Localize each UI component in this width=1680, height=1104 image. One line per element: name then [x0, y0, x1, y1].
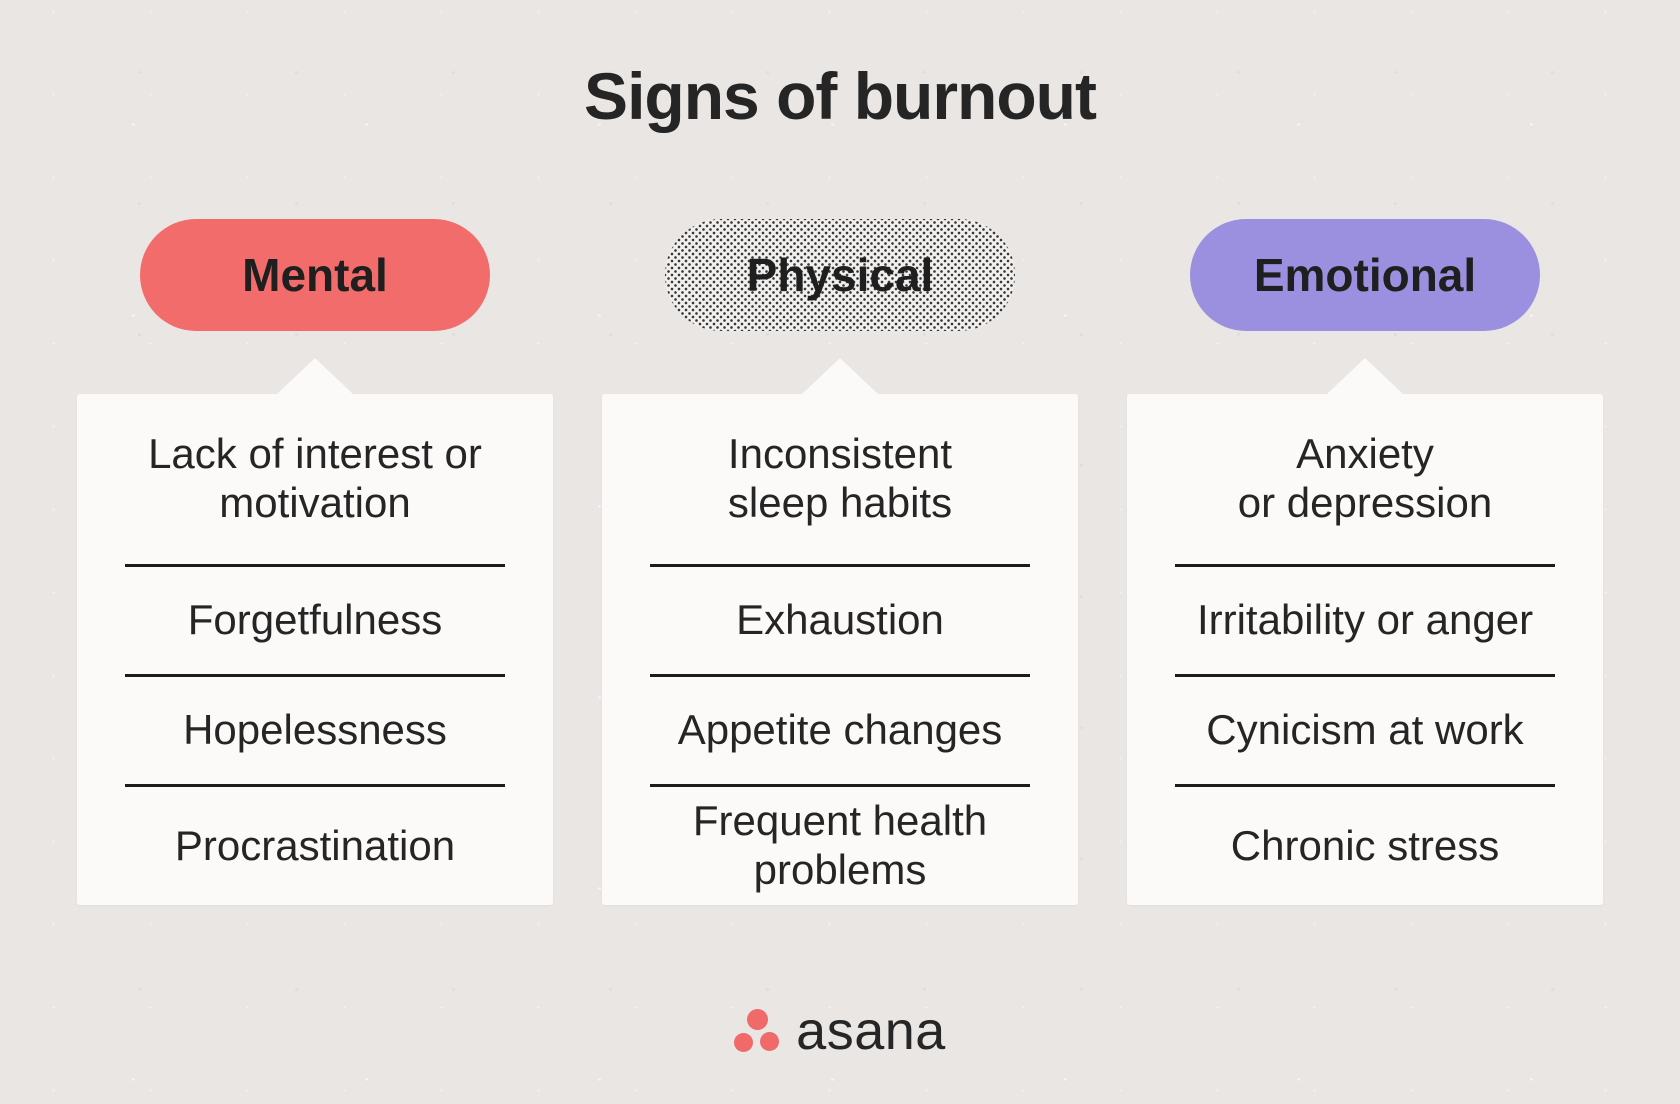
category-pill-physical: Physical — [665, 219, 1015, 331]
symptom-text: Cynicism at work — [1206, 706, 1524, 754]
pill-label-physical: Physical — [746, 249, 934, 301]
symptom-item: Lack of interest or motivation — [77, 394, 553, 564]
column-physical: Physical Inconsistent sleep habits Exhau… — [602, 219, 1078, 905]
card-pointer-icon — [802, 358, 878, 394]
category-pill-mental: Mental — [140, 219, 490, 331]
asana-three-dots-icon — [734, 1009, 780, 1053]
card-pointer-icon — [1327, 358, 1403, 394]
symptom-text: Anxiety or depression — [1237, 430, 1493, 526]
symptom-item: Forgetfulness — [77, 567, 553, 674]
column-emotional: Emotional Anxiety or depression Irritabi… — [1127, 219, 1603, 905]
symptom-item: Appetite changes — [602, 677, 1078, 784]
symptom-item: Cynicism at work — [1127, 677, 1603, 784]
category-pill-emotional: Emotional — [1190, 219, 1540, 331]
divider — [1175, 784, 1555, 787]
divider — [650, 674, 1030, 677]
divider — [125, 564, 505, 567]
symptom-card-emotional: Anxiety or depression Irritability or an… — [1127, 394, 1603, 905]
divider — [125, 784, 505, 787]
symptom-item: Inconsistent sleep habits — [602, 394, 1078, 564]
symptom-item: Frequent health problems — [602, 787, 1078, 905]
symptom-text: Chronic stress — [1230, 821, 1500, 869]
symptom-text: Inconsistent sleep habits — [727, 430, 953, 526]
divider — [650, 784, 1030, 787]
symptom-item: Irritability or anger — [1127, 567, 1603, 674]
symptom-text: Forgetfulness — [187, 596, 443, 644]
symptom-text: Irritability or anger — [1196, 596, 1534, 644]
divider — [1175, 564, 1555, 567]
symptom-item: Exhaustion — [602, 567, 1078, 674]
symptom-item: Chronic stress — [1127, 787, 1603, 905]
symptom-text: Lack of interest or motivation — [148, 430, 482, 526]
pill-label-mental: Mental — [242, 249, 388, 301]
column-mental: Mental Lack of interest or motivation Fo… — [77, 219, 553, 905]
symptom-text: Frequent health problems — [692, 797, 988, 893]
divider — [650, 564, 1030, 567]
pill-label-emotional: Emotional — [1253, 249, 1477, 301]
divider — [1175, 674, 1555, 677]
symptom-text: Hopelessness — [183, 706, 447, 754]
symptom-item: Anxiety or depression — [1127, 394, 1603, 564]
page-title: Signs of burnout — [584, 59, 1097, 133]
asana-logo: asana — [0, 1000, 1680, 1062]
symptom-text: Appetite changes — [677, 706, 1003, 754]
symptom-text: Exhaustion — [736, 596, 944, 644]
symptom-item: Procrastination — [77, 787, 553, 905]
symptom-card-physical: Inconsistent sleep habits Exhaustion App… — [602, 394, 1078, 905]
symptom-text: Procrastination — [174, 821, 456, 869]
divider — [125, 674, 505, 677]
card-pointer-icon — [277, 358, 353, 394]
asana-logo-text: asana — [796, 1001, 946, 1061]
symptom-card-mental: Lack of interest or motivation Forgetful… — [77, 394, 553, 905]
symptom-item: Hopelessness — [77, 677, 553, 784]
